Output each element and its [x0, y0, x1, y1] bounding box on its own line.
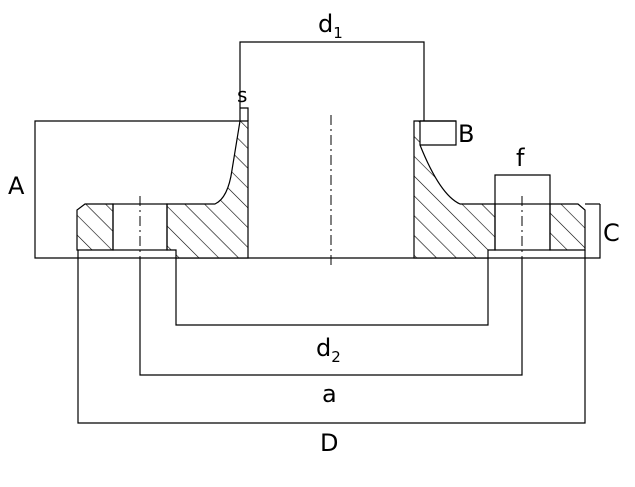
dimension-s-marker	[240, 107, 249, 121]
left-flange-section	[76, 203, 114, 251]
right-flange-section	[549, 203, 586, 251]
dimension-D-bracket	[77, 250, 586, 424]
label-B: B	[458, 120, 474, 148]
dimension-f-marker	[494, 174, 551, 204]
dimension-a-bracket	[139, 258, 523, 376]
label-d2: d2	[316, 334, 341, 366]
label-a: a	[322, 380, 337, 408]
right-hub-section	[413, 120, 496, 259]
dimension-b-marker	[420, 120, 457, 146]
label-C: C	[603, 219, 620, 247]
dimension-d1-bracket	[239, 41, 425, 121]
label-f: f	[516, 144, 525, 172]
label-D: D	[320, 429, 338, 457]
dimension-a-frame	[34, 120, 601, 259]
label-d1: d1	[318, 10, 343, 42]
left-hub-section	[166, 120, 249, 259]
dimension-d2-bracket	[175, 258, 489, 326]
label-s: s	[237, 83, 247, 107]
label-A: A	[8, 172, 25, 200]
